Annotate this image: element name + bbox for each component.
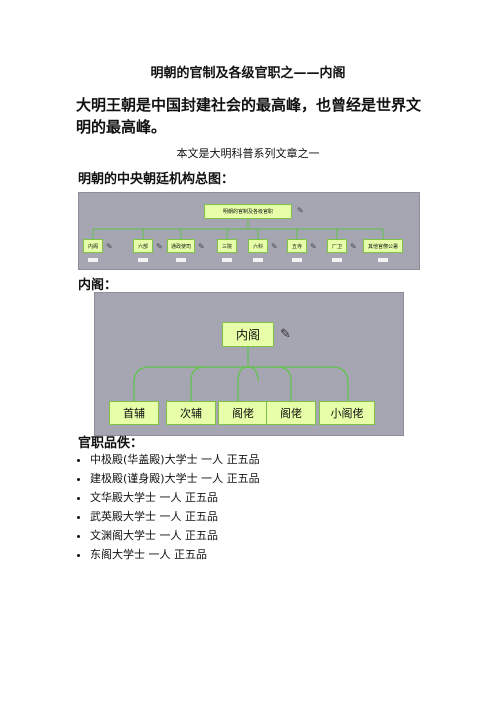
org-chart-heading: 明朝的中央朝廷机构总图： (78, 172, 235, 187)
neige-node-gelao-1: 阁佬 (218, 401, 268, 425)
document-icon: ✎ (280, 327, 291, 342)
document-icon: ✎ (350, 242, 357, 251)
chart-node-wusi: 五寺 (287, 239, 307, 253)
chart-node-sanyuan: 三院 (217, 239, 237, 253)
central-government-chart: 明朝的官制及各级官职 ✎ 内阁 ✎ 六部 ✎ 通政使司 ✎ 三院 六科 ✎ 五寺… (78, 192, 420, 270)
neige-chart: 内阁 ✎ 首辅 次辅 阁佬 阁佬 小阁佬 (94, 292, 404, 436)
list-item: 文渊阁大学士 一人 正五品 (90, 526, 260, 545)
node-tag (138, 258, 148, 262)
chart-connector-lines (133, 347, 349, 401)
chart-node-tongzhengshisi: 通政使司 (167, 239, 195, 253)
lead-paragraph: 大明王朝是中国封建社会的最高峰，也曾经是世界文明的最高峰。 (76, 96, 422, 136)
chart-node-neige: 内阁 (83, 239, 103, 253)
list-item: 建极殿(谨身殿)大学士 一人 正五品 (90, 469, 260, 488)
document-icon: ✎ (198, 242, 205, 251)
neige-node-gelao-2: 阁佬 (266, 401, 316, 425)
document-icon: ✎ (271, 242, 278, 251)
rank-list: 中极殿(华盖殿)大学士 一人 正五品 建极殿(谨身殿)大学士 一人 正五品 文华… (78, 450, 260, 564)
document-icon: ✎ (106, 242, 113, 251)
node-tag (253, 258, 263, 262)
node-tag (292, 258, 302, 262)
node-tag (332, 258, 342, 262)
chart-connector-lines (92, 219, 384, 239)
neige-node-cifu: 次辅 (166, 401, 216, 425)
node-tag (222, 258, 232, 262)
chart-root-node: 明朝的官制及各级官职 (204, 204, 292, 219)
rank-heading: 官职品佚： (78, 436, 144, 451)
neige-heading: 内阁： (78, 278, 118, 293)
node-tag (88, 258, 98, 262)
document-icon: ✎ (310, 242, 317, 251)
list-item: 中极殿(华盖殿)大学士 一人 正五品 (90, 450, 260, 469)
neige-node-xiaogelao: 小阁佬 (319, 401, 375, 425)
list-item: 武英殿大学士 一人 正五品 (90, 507, 260, 526)
node-tag (176, 258, 186, 262)
list-item: 东阁大学士 一人 正五品 (90, 545, 260, 564)
document-icon: ✎ (297, 206, 304, 215)
chart-node-liubu: 六部 (133, 239, 153, 253)
chart-node-other-offices: 其他官僚公署 (363, 239, 403, 253)
neige-root-node: 内阁 (222, 322, 274, 347)
list-item: 文华殿大学士 一人 正五品 (90, 488, 260, 507)
chart-node-liuke: 六科 (248, 239, 268, 253)
neige-node-shoufu: 首辅 (109, 401, 159, 425)
node-tag (378, 258, 388, 262)
chart-node-changwei: 厂卫 (327, 239, 347, 253)
document-icon: ✎ (156, 242, 163, 251)
series-note: 本文是大明科普系列文章之一 (176, 147, 320, 160)
page-title: 明朝的官制及各级官职之——内阁 (150, 66, 346, 81)
